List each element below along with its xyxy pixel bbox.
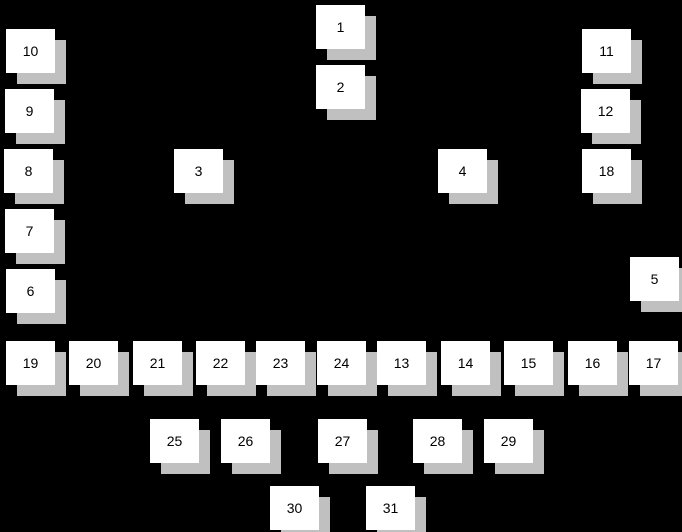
node-label: 1	[316, 5, 365, 49]
node-label: 28	[413, 419, 462, 463]
node-26: 26	[221, 419, 281, 474]
node-21: 21	[133, 341, 193, 396]
node-12: 12	[581, 89, 641, 144]
node-18: 18	[582, 149, 642, 204]
node-label: 17	[629, 341, 678, 385]
node-1: 1	[316, 5, 376, 60]
node-28: 28	[413, 419, 473, 474]
node-31: 31	[366, 486, 426, 532]
node-27: 27	[318, 419, 378, 474]
node-8: 8	[4, 149, 64, 204]
node-label: 2	[316, 65, 365, 109]
node-19: 19	[6, 341, 66, 396]
node-label: 11	[582, 29, 631, 73]
node-label: 23	[256, 341, 305, 385]
node-label: 19	[6, 341, 55, 385]
node-20: 20	[69, 341, 129, 396]
node-label: 13	[377, 341, 426, 385]
node-label: 22	[196, 341, 245, 385]
node-label: 4	[438, 149, 487, 193]
node-4: 4	[438, 149, 498, 204]
node-15: 15	[504, 341, 564, 396]
node-22: 22	[196, 341, 256, 396]
node-30: 30	[270, 486, 330, 532]
node-label: 26	[221, 419, 270, 463]
node-17: 17	[629, 341, 682, 396]
node-label: 10	[6, 29, 55, 73]
node-label: 18	[582, 149, 631, 193]
node-label: 9	[5, 89, 54, 133]
node-2: 2	[316, 65, 376, 120]
node-label: 31	[366, 486, 415, 530]
node-5: 5	[630, 257, 682, 312]
node-label: 30	[270, 486, 319, 530]
node-label: 5	[630, 257, 679, 301]
node-label: 15	[504, 341, 553, 385]
node-24: 24	[317, 341, 377, 396]
node-label: 8	[4, 149, 53, 193]
node-7: 7	[5, 209, 65, 264]
node-label: 25	[150, 419, 199, 463]
node-label: 12	[581, 89, 630, 133]
node-label: 6	[6, 269, 55, 313]
node-13: 13	[377, 341, 437, 396]
node-16: 16	[568, 341, 628, 396]
node-label: 16	[568, 341, 617, 385]
node-29: 29	[484, 419, 544, 474]
node-label: 21	[133, 341, 182, 385]
node-label: 27	[318, 419, 367, 463]
node-label: 29	[484, 419, 533, 463]
node-label: 20	[69, 341, 118, 385]
node-14: 14	[441, 341, 501, 396]
node-label: 14	[441, 341, 490, 385]
node-3: 3	[174, 149, 234, 204]
node-6: 6	[6, 269, 66, 324]
node-11: 11	[582, 29, 642, 84]
node-label: 7	[5, 209, 54, 253]
node-23: 23	[256, 341, 316, 396]
node-label: 3	[174, 149, 223, 193]
node-10: 10	[6, 29, 66, 84]
node-label: 24	[317, 341, 366, 385]
node-9: 9	[5, 89, 65, 144]
node-25: 25	[150, 419, 210, 474]
